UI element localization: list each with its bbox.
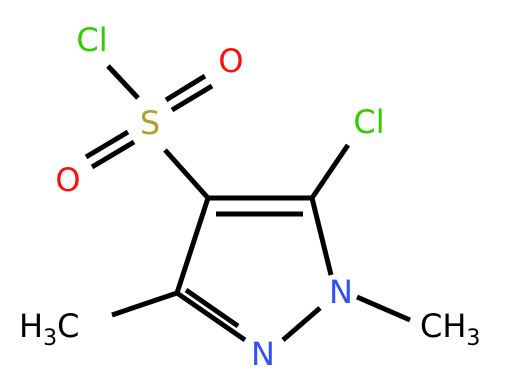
bond-n2-c3-b <box>184 287 240 329</box>
atom-methyl-right: CH3 <box>420 307 480 351</box>
bond-n1-n2 <box>281 306 322 342</box>
atom-n1: N <box>329 273 353 311</box>
atom-n2: N <box>251 335 275 373</box>
bonds <box>84 64 411 343</box>
bond-cl-s <box>106 64 140 100</box>
bond-n1-methyl <box>356 294 411 323</box>
atom-o-bottom: O <box>55 161 80 199</box>
bond-s-o-top-b <box>170 83 214 113</box>
bond-s-o-bottom-b <box>90 139 136 170</box>
atom-cl-sulfonyl: Cl <box>76 21 107 59</box>
methyl-left-c: C <box>57 307 79 345</box>
bond-n2-c3-a <box>175 290 247 343</box>
atom-cl-ring: Cl <box>353 103 384 141</box>
bond-c3-c4 <box>174 197 211 294</box>
methyl-left-sub: 3 <box>43 326 57 351</box>
bond-s-c4 <box>163 148 210 200</box>
atom-methyl-left: H3C <box>19 307 79 351</box>
bond-s-o-top-a <box>164 73 207 103</box>
methyl-right-sub: 3 <box>466 326 480 351</box>
atom-labels: Cl O S O Cl N N H3C CH3 <box>19 21 480 373</box>
atom-o-top: O <box>218 42 243 80</box>
bond-c5-cl <box>309 143 351 200</box>
atom-sulfur: S <box>140 104 160 142</box>
bond-c3-methyl <box>111 290 178 318</box>
methyl-right-ch: CH <box>420 307 466 345</box>
methyl-left-h: H <box>19 307 43 345</box>
bond-s-o-bottom-a <box>84 129 130 160</box>
bond-c5-n1 <box>309 197 334 276</box>
